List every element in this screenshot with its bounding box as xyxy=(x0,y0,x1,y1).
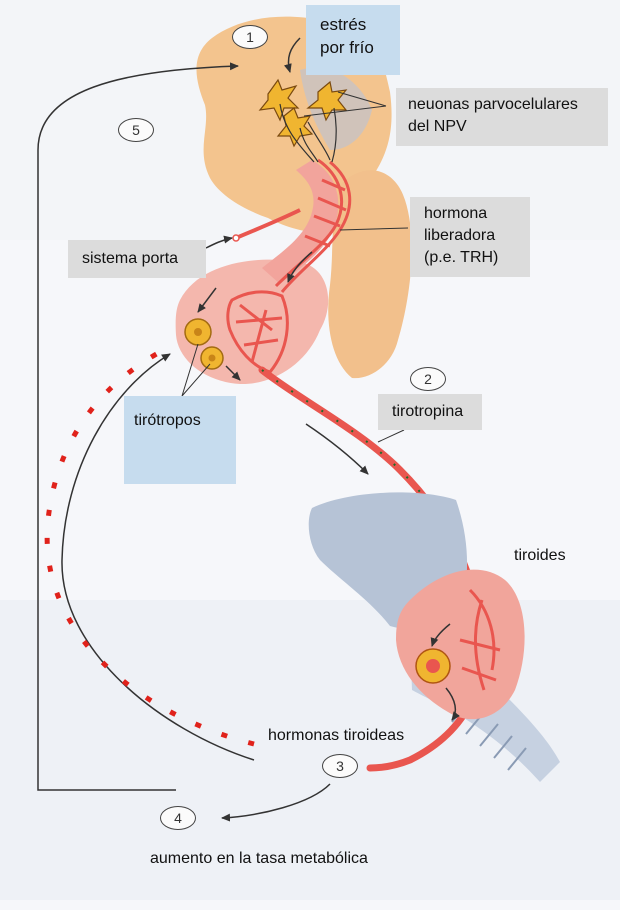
step-1-marker: 1 xyxy=(232,25,268,49)
thyrotropin-label: tirotropina xyxy=(378,394,482,430)
cold-stress-label: estrés por frío xyxy=(306,5,400,75)
thyroid-label: tiroides xyxy=(514,547,566,565)
thyroid-hormones-label: hormonas tiroideas xyxy=(268,727,404,745)
step-5-marker: 5 xyxy=(118,118,154,142)
portal-vessel-end xyxy=(233,235,239,241)
metabolic-rate-label: aumento en la tasa metabólica xyxy=(150,850,368,868)
releasing-hormone-label: hormona liberadora (p.e. TRH) xyxy=(410,197,530,277)
portal-system-label: sistema porta xyxy=(68,240,206,278)
thyroid-follicle xyxy=(416,649,450,683)
parvocellular-neurons-label: neuonas parvocelulares del NPV xyxy=(396,88,608,146)
pointer-tsh xyxy=(378,430,404,442)
thyrotropes-label: tirótropos xyxy=(124,396,236,484)
step-4-marker: 4 xyxy=(160,806,196,830)
step-3-marker: 3 xyxy=(322,754,358,778)
step-2-marker: 2 xyxy=(410,367,446,391)
